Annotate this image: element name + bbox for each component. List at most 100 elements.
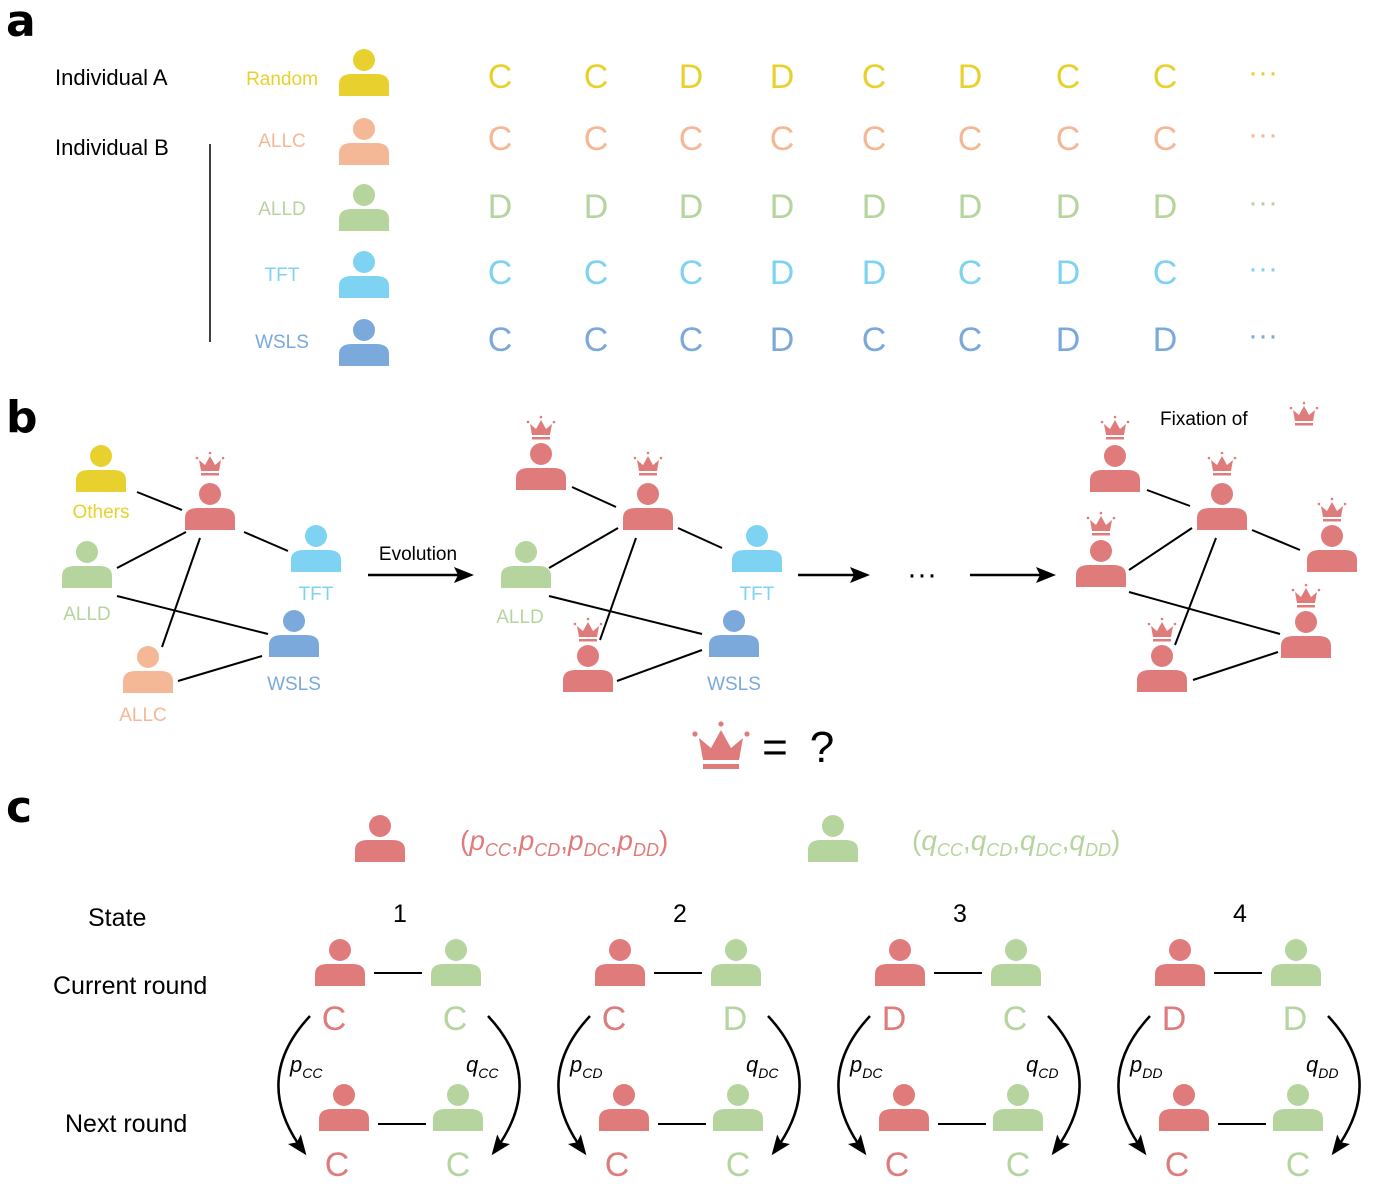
tft-label: TFT xyxy=(740,584,775,605)
move-cell: D xyxy=(584,188,609,226)
prob-q: qCC xyxy=(466,1052,499,1081)
transition-arrow-q xyxy=(1327,1015,1361,1156)
move-cell: C xyxy=(770,120,795,158)
move-cell: C xyxy=(488,321,513,359)
transition-arrow-p xyxy=(1117,1015,1151,1156)
current-focal-move: C xyxy=(322,1000,347,1038)
move-cell: C xyxy=(488,254,513,292)
transition-arrow-q xyxy=(767,1015,801,1156)
panel-letter-b: b xyxy=(6,392,38,443)
alld-label: ALLD xyxy=(496,607,544,628)
person-icon xyxy=(991,939,1041,986)
strategy-name: ALLD xyxy=(258,199,306,220)
evolution-arrow: Evolution xyxy=(368,544,474,583)
person-icon xyxy=(808,815,858,862)
person-icon xyxy=(1076,540,1126,587)
state-number: 1 xyxy=(393,900,407,928)
person-icon xyxy=(1307,525,1357,572)
edge xyxy=(1251,529,1301,551)
move-cell: D xyxy=(958,58,983,96)
edge xyxy=(1128,527,1193,571)
move-cell: D xyxy=(1056,254,1081,292)
state-number: 2 xyxy=(673,900,687,928)
edge xyxy=(677,527,723,549)
person-icon xyxy=(879,1084,929,1131)
edge xyxy=(1192,651,1279,681)
person-icon xyxy=(1155,939,1205,986)
network-evolution: OthersTFTALLDWSLSALLCEvolutionTFTALLDWSL… xyxy=(62,401,1357,772)
person-icon xyxy=(339,184,389,231)
state-number: 4 xyxy=(1233,900,1247,928)
move-cell: D xyxy=(958,188,983,226)
move-cell: C xyxy=(584,254,609,292)
transition-arrow-p xyxy=(277,1015,311,1156)
ellipsis: ··· xyxy=(1248,186,1278,219)
fixation-label: Fixation of xyxy=(1160,409,1248,430)
move-cell: C xyxy=(584,58,609,96)
network-intermediate: TFT ALLD WSLS xyxy=(496,415,782,695)
move-cell: D xyxy=(1153,188,1178,226)
edge xyxy=(1146,489,1191,507)
move-cell: C xyxy=(958,321,983,359)
move-cell: C xyxy=(862,120,887,158)
person-icon xyxy=(993,1084,1043,1131)
current-opp-move: C xyxy=(1003,1000,1028,1038)
edge xyxy=(1128,591,1281,635)
move-cell: C xyxy=(584,120,609,158)
person-icon xyxy=(875,939,925,986)
move-cell: C xyxy=(1153,120,1178,158)
crown-icon xyxy=(573,617,603,642)
strategy-name: Random xyxy=(246,69,318,90)
person-icon xyxy=(1271,939,1321,986)
person-icon xyxy=(1273,1084,1323,1131)
ellipsis: ··· xyxy=(1248,252,1278,285)
edge xyxy=(548,527,619,569)
next-round-label: Next round xyxy=(65,1110,187,1138)
crown-icon xyxy=(1291,583,1321,608)
ellipsis: ··· xyxy=(1248,319,1278,352)
person-icon xyxy=(732,525,782,572)
move-cell: C xyxy=(679,321,704,359)
person-icon xyxy=(711,939,761,986)
strategy-name: ALLC xyxy=(258,131,306,152)
person-icon xyxy=(1159,1084,1209,1131)
edge xyxy=(571,486,617,508)
crown-icon xyxy=(1289,401,1319,426)
crown-icon xyxy=(1100,415,1130,440)
person-icon xyxy=(501,541,551,588)
edge xyxy=(136,491,183,511)
move-cell: D xyxy=(862,254,887,292)
ellipsis: ··· xyxy=(907,558,937,591)
edge xyxy=(116,595,269,635)
person-icon xyxy=(339,118,389,165)
transition-arrow-p xyxy=(837,1015,871,1156)
ellipsis: ··· xyxy=(1248,56,1278,89)
person-icon xyxy=(433,1084,483,1131)
person-icon xyxy=(315,939,365,986)
prob-q: qDC xyxy=(746,1052,779,1081)
move-cell: C xyxy=(1056,58,1081,96)
crown-equals-question: =? xyxy=(692,721,834,772)
edge xyxy=(177,655,263,682)
person-icon xyxy=(123,646,173,693)
current-focal-move: D xyxy=(882,1000,907,1038)
current-opp-move: C xyxy=(443,1000,468,1038)
crown-icon xyxy=(1147,617,1177,642)
crown-icon xyxy=(195,451,225,476)
focal-strategy-vector: (pCC,pCD,pDC,pDD) xyxy=(460,825,668,860)
transition-arrow-q xyxy=(1047,1015,1081,1156)
wsls-label: WSLS xyxy=(707,674,761,695)
move-cell: C xyxy=(1153,254,1178,292)
move-cell: D xyxy=(770,321,795,359)
person-icon xyxy=(339,319,389,366)
current-focal-move: D xyxy=(1162,1000,1187,1038)
person-icon xyxy=(269,610,319,657)
move-cell: D xyxy=(679,188,704,226)
